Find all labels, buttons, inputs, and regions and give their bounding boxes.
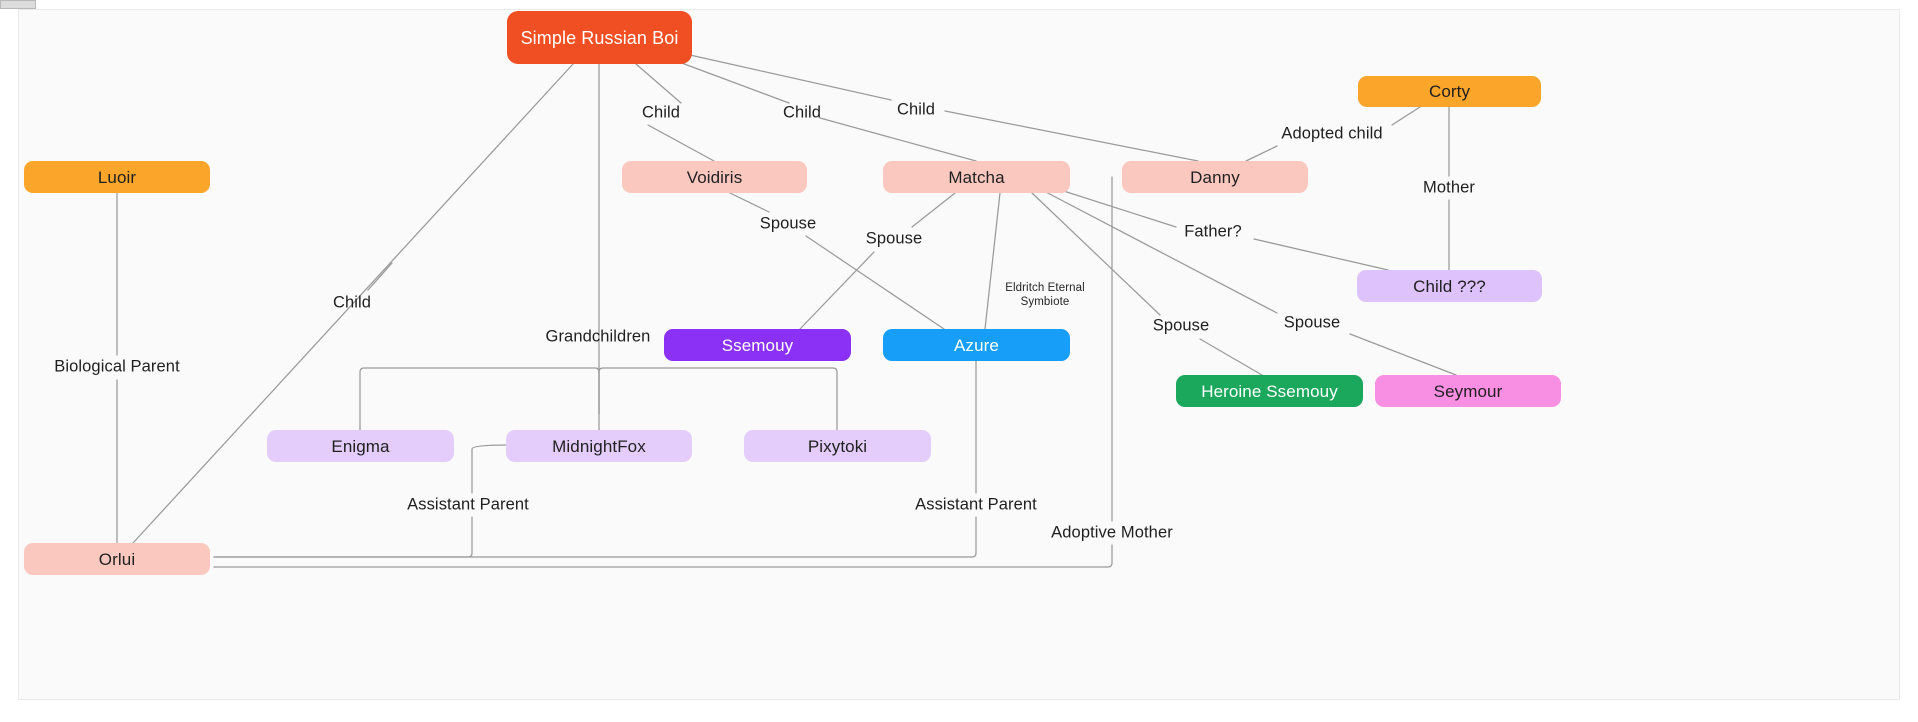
graph-node-luoir[interactable]: Luoir	[24, 161, 210, 193]
edge-label-father-q: Father?	[1184, 222, 1242, 241]
graph-node-matcha[interactable]: Matcha	[883, 161, 1070, 193]
edge-label-spouse-voidiris: Spouse	[759, 214, 817, 233]
window-toolbar-sliver	[0, 0, 36, 9]
edge-label-child-matcha: Child	[782, 103, 822, 122]
edge-label-grandchildren: Grandchildren	[545, 327, 651, 346]
graph-node-heroine-ssemouy[interactable]: Heroine Ssemouy	[1176, 375, 1363, 407]
edge-label-assistant-parent-left: Assistant Parent	[407, 495, 529, 514]
edge-label-mother: Mother	[1423, 178, 1475, 197]
graph-node-label: Heroine Ssemouy	[1201, 381, 1338, 401]
edge-label-eldritch-symbiote: Eldritch Eternal Symbiote	[1005, 281, 1085, 308]
graph-node-label: Matcha	[948, 167, 1005, 187]
graph-node-child-unknown[interactable]: Child ???	[1357, 270, 1542, 302]
graph-node-midnightfox[interactable]: MidnightFox	[506, 430, 692, 462]
graph-node-pixytoki[interactable]: Pixytoki	[744, 430, 931, 462]
edge-label-child-orlui: Child	[332, 293, 372, 312]
edge-label-adoptive-mother: Adoptive Mother	[1051, 523, 1173, 542]
graph-node-label: Luoir	[97, 167, 137, 187]
graph-node-label: Pixytoki	[807, 436, 868, 456]
graph-node-label: Child ???	[1413, 276, 1486, 296]
edge-label-adopted-child: Adopted child	[1281, 124, 1383, 143]
graph-node-simple-russian-boi[interactable]: Simple Russian Boi	[507, 11, 692, 64]
graph-node-label: MidnightFox	[552, 436, 646, 456]
edge-label-spouse-matcha: Spouse	[865, 229, 923, 248]
graph-node-corty[interactable]: Corty	[1358, 76, 1541, 107]
graph-node-label: Enigma	[331, 436, 390, 456]
graph-node-seymour[interactable]: Seymour	[1375, 375, 1561, 407]
graph-node-label: Danny	[1190, 167, 1240, 187]
graph-node-label: Corty	[1428, 82, 1471, 101]
graph-node-enigma[interactable]: Enigma	[267, 430, 454, 462]
graph-node-azure[interactable]: Azure	[883, 329, 1070, 361]
edge-label-biological-parent: Biological Parent	[54, 357, 180, 376]
edge-label-child-danny: Child	[896, 100, 936, 119]
edge-label-child-voidiris: Child	[641, 103, 681, 122]
graph-node-label: Seymour	[1433, 381, 1503, 401]
graph-node-label: Orlui	[98, 549, 136, 569]
edge-label-spouse-seymour: Spouse	[1283, 313, 1341, 332]
edge-label-spouse-heroine: Spouse	[1152, 316, 1210, 335]
edge-label-assistant-parent-right: Assistant Parent	[915, 495, 1037, 514]
graph-node-label: Ssemouy	[721, 335, 794, 355]
graph-node-danny[interactable]: Danny	[1122, 161, 1308, 193]
graph-node-label: Voidiris	[686, 167, 743, 187]
graph-node-label: Simple Russian Boi	[520, 27, 679, 48]
graph-node-voidiris[interactable]: Voidiris	[622, 161, 807, 193]
graph-node-orlui[interactable]: Orlui	[24, 543, 210, 575]
graph-node-ssemouy[interactable]: Ssemouy	[664, 329, 851, 361]
graph-node-label: Azure	[954, 335, 999, 355]
